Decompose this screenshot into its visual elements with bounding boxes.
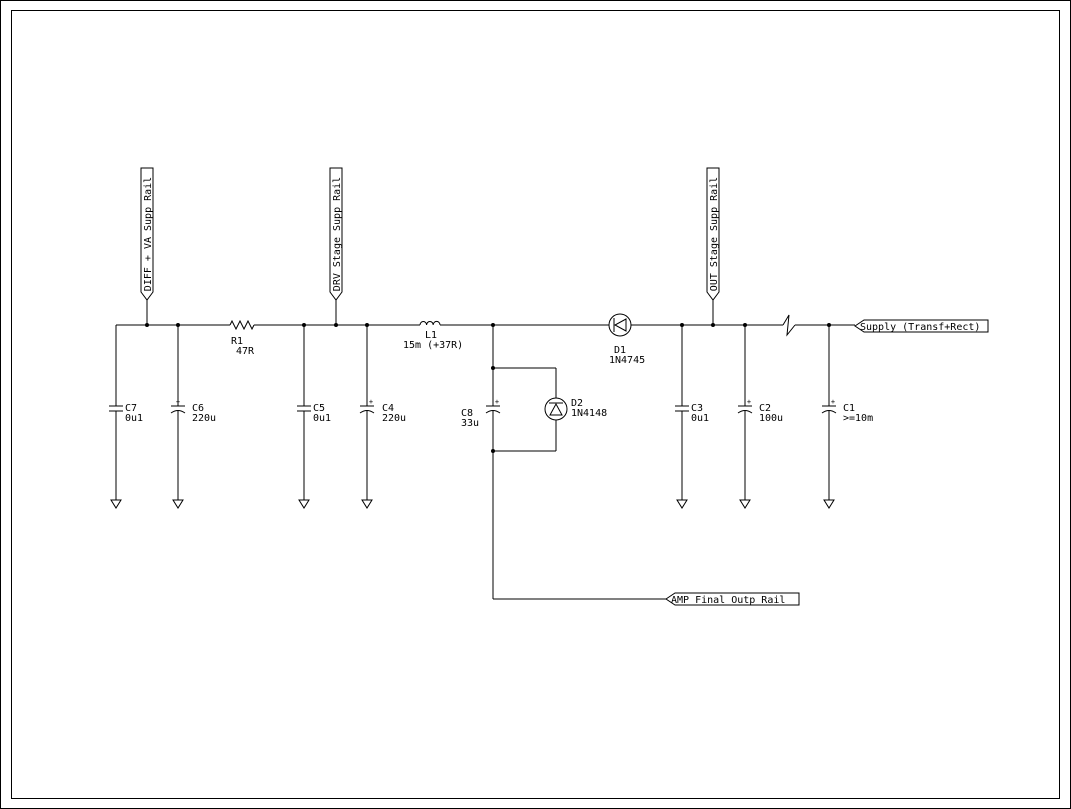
value-label: 220u (382, 413, 406, 424)
value-label: 220u (192, 413, 216, 424)
capacitor-c3: C3 0u1 (675, 325, 709, 509)
capacitor-c8: + C8 33u (461, 325, 501, 451)
value-label: 33u (461, 418, 479, 429)
port-amp-final-outp-rail: AMP Final Outp Rail (492, 451, 800, 606)
port-label: OUT Stage Supp Rail (709, 177, 720, 291)
diode-d2: D2 1N4148 (493, 367, 607, 452)
value-label: 0u1 (125, 413, 143, 424)
capacitor-c2: + C2 100u (737, 325, 783, 509)
port-drv-stage-supp-rail: DRV Stage Supp Rail (329, 167, 343, 301)
value-label: 100u (759, 413, 783, 424)
port-label: AMP Final Outp Rail (671, 595, 785, 606)
port-label: DIFF + VA Supp Rail (143, 177, 154, 291)
port-out-stage-supp-rail: OUT Stage Supp Rail (706, 167, 720, 301)
value-label: 1N4745 (609, 355, 645, 366)
capacitor-c4: + C4 220u (359, 325, 406, 509)
capacitor-c7: C7 0u1 (109, 325, 143, 509)
ref-label: D2 (571, 398, 583, 409)
capacitor-c6: + C6 220u (170, 325, 216, 509)
value-label: 0u1 (313, 413, 331, 424)
ref-label: C7 (125, 403, 137, 414)
value-label: 1N4148 (571, 408, 607, 419)
value-label: >=10m (843, 413, 873, 424)
ref-label: C8 (461, 408, 473, 419)
ref-label: C5 (313, 403, 325, 414)
ref-label: C4 (382, 403, 394, 414)
polarity-mark: + (369, 398, 373, 406)
polarity-mark: + (831, 398, 835, 406)
ref-label: C3 (691, 403, 703, 414)
diode-d1: D1 1N4745 (608, 313, 645, 366)
ref-label: C1 (843, 403, 855, 414)
value-label: 15m (+37R) (403, 340, 463, 351)
port-supply-transf-rect: Supply (Transf+Rect) (854, 319, 989, 333)
link-symbol (782, 314, 796, 337)
ref-label: L1 (425, 330, 437, 341)
polarity-mark: + (747, 398, 751, 406)
capacitor-c1: + C1 >=10m (821, 325, 873, 509)
port-diff-va-supp-rail: DIFF + VA Supp Rail (140, 167, 154, 301)
value-label: 0u1 (691, 413, 709, 424)
junction-dots (145, 323, 831, 453)
inductor-l1: L1 15m (+37R) (403, 320, 463, 351)
polarity-mark: + (495, 398, 499, 406)
ref-label: C6 (192, 403, 204, 414)
capacitor-c5: C5 0u1 (297, 325, 331, 509)
port-label: DRV Stage Supp Rail (332, 177, 343, 291)
inner-frame (11, 10, 1060, 799)
polarity-mark: + (176, 398, 180, 406)
value-label: 47R (236, 346, 255, 357)
resistor-r1: R1 47R (229, 319, 255, 357)
port-label: Supply (Transf+Rect) (860, 322, 980, 333)
ref-label: R1 (231, 336, 243, 347)
ref-label: D1 (614, 345, 626, 356)
ref-label: C2 (759, 403, 771, 414)
